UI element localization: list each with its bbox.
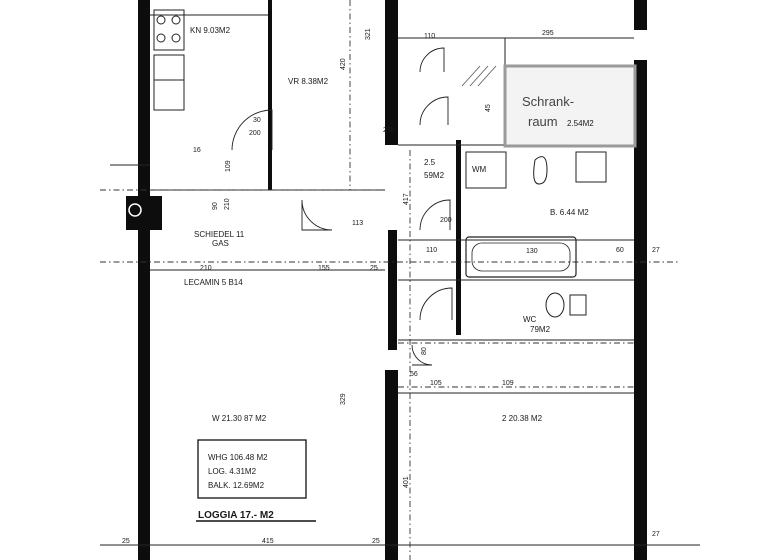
label-storage-area: 2.54M2 [567,119,594,128]
label-storage-handwritten: Schrank- [522,94,574,109]
door-kitchen [231,109,273,151]
dim-420: 420 [340,58,347,70]
label-bath: B. 6.44 M2 [550,208,589,217]
wall-center-upper [385,0,398,145]
stove-burner-1 [156,15,166,25]
walls [126,0,647,560]
room-labels: KN 9.03M2 VR 8.38M2 Schrank- raum 2.54M2… [184,26,594,521]
dim-60: 60 [616,247,624,254]
toilet [545,292,565,318]
kitchen-fixtures [153,9,185,111]
dim-25b: 25 [122,538,130,545]
dim-105: 105 [430,380,442,387]
dim-329: 329 [340,393,347,405]
wall-center-mid [388,230,397,350]
summary-lines: WHG 106.48 M2 LOG. 4.31M2 BALK. 12.69M2 [208,453,268,490]
dim-25c: 25 [372,538,380,545]
label-storage-handwritten-2: raum [528,114,558,129]
dim-155: 155 [318,265,330,272]
dim-275a: 27 [652,247,660,254]
dim-16: 16 [193,147,201,154]
dim-45: 45 [485,104,492,112]
label-kitchen: KN 9.03M2 [190,26,231,35]
wall-right-main [634,60,647,560]
summary-line-2: LOG. 4.31M2 [208,467,257,476]
dim-109: 109 [225,160,232,172]
door-wc [419,287,453,321]
label-wc-area: 79M2 [530,325,551,334]
stove-burner-3 [156,33,166,43]
doors [231,47,453,366]
dim-295: 295 [542,30,554,37]
wall-chimney [126,196,162,230]
dim-130: 130 [526,248,538,255]
dim-415: 415 [262,538,274,545]
wall-left-main [138,0,150,560]
dim-417: 417 [403,193,410,205]
shower-tray [465,151,507,189]
storage-highlight-box [503,64,637,148]
dim-113: 113 [352,220,363,227]
dim-110: 110 [424,33,435,40]
bath-fixtures [465,151,607,318]
dim-210b: 210 [200,265,212,272]
stove-burner-2 [171,15,181,25]
label-room2: 2 20.38 M2 [502,414,543,423]
label-corridor: 2.5 [424,158,436,167]
wall-right-top [634,0,647,30]
door-living [411,344,433,366]
label-small-wc: WM [472,165,487,174]
dimension-labels: 295 110 30 200 109 16 90 210 113 210 155… [122,28,660,545]
wall-center-lower [385,370,398,560]
door-corridor [419,199,451,231]
door-top-right [419,47,445,73]
dim-200a: 200 [249,130,261,137]
dim-90: 90 [212,202,219,210]
toilet-tank [569,294,587,316]
dim-110b: 110 [426,247,437,254]
dim-80: 80 [421,347,428,355]
summary-box [197,439,307,499]
stove [153,9,185,51]
label-hall: VR 8.38M2 [288,77,329,86]
dim-30: 30 [253,117,261,124]
bathtub-inner [471,242,571,272]
washbasin [575,151,607,183]
label-chimney-schiedel: SCHIEDEL 11 [194,230,245,239]
dim-200c: 200 [440,217,452,224]
stove-burner-4 [171,33,181,43]
label-living: W 21.30 87 M2 [212,414,267,423]
dim-210a: 210 [224,198,231,210]
axis-lines [100,0,680,560]
label-wc: WC [523,315,537,324]
dim-275b: 27 [652,531,660,538]
dim-401: 401 [403,476,410,488]
label-corridor-area: 59M2 [424,171,445,180]
wall-kitchen-right [268,0,272,190]
chimney-circle-1 [128,203,142,217]
label-loggia: LOGGIA 17.- M2 [198,510,274,521]
door-hall [301,199,333,231]
wall-bath-left [456,140,461,335]
storage-hatch [461,65,497,87]
dim-321: 321 [365,28,372,40]
label-chimney-lecamin: LECAMIN 5 B14 [184,278,243,287]
dim-56: 56 [410,371,418,378]
dim-109b: 109 [502,380,514,387]
bathtub [465,236,577,278]
summary-line-3: BALK. 12.69M2 [208,481,265,490]
summary-line-1: WHG 106.48 M2 [208,453,268,462]
bath-outlet [533,156,548,185]
dim-200b: 200 [383,127,395,134]
door-storage [419,96,449,126]
dim-25a: 25 [370,265,378,272]
label-chimney-gas: GAS [212,239,229,248]
sink-unit [153,54,185,111]
